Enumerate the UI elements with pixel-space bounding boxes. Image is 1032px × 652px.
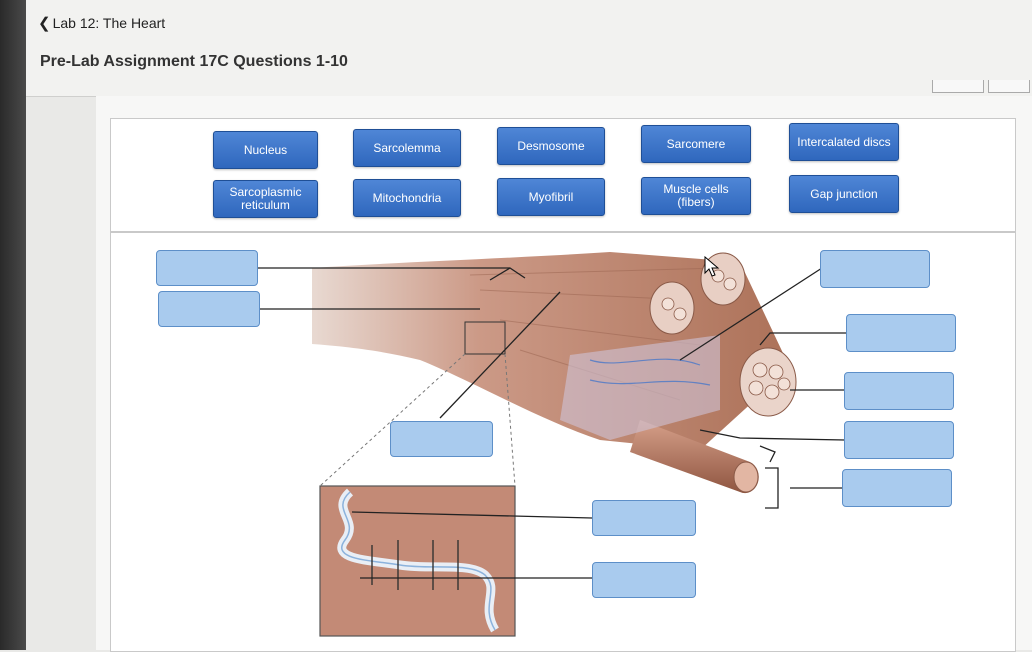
drop-target-7[interactable] <box>844 421 954 459</box>
drop-target-9[interactable] <box>592 500 696 536</box>
chevron-left-icon: ❮ <box>38 15 51 32</box>
label-chip-sarcomere[interactable]: Sarcomere <box>641 125 751 163</box>
label-chip-sarcoplasmic-reticulum[interactable]: Sarcoplasmic reticulum <box>213 180 318 218</box>
drop-target-3[interactable] <box>390 421 493 457</box>
label-chip-muscle-cells[interactable]: Muscle cells (fibers) <box>641 177 751 215</box>
cursor-arrow-icon <box>704 256 720 277</box>
drop-target-2[interactable] <box>158 291 260 327</box>
reset-button[interactable] <box>932 80 984 93</box>
back-link-label: Lab 12: The Heart <box>52 15 166 31</box>
label-chip-myofibril[interactable]: Myofibril <box>497 178 605 216</box>
help-button[interactable] <box>988 80 1030 93</box>
page-title: Pre-Lab Assignment 17C Questions 1-10 <box>40 53 348 70</box>
header-bar <box>26 0 1032 97</box>
drop-target-4[interactable] <box>820 250 930 288</box>
screen-bezel <box>0 0 26 650</box>
drop-target-6[interactable] <box>844 372 954 410</box>
label-chip-nucleus[interactable]: Nucleus <box>213 131 318 169</box>
label-chip-sarcolemma[interactable]: Sarcolemma <box>353 129 461 167</box>
drop-target-10[interactable] <box>592 562 696 598</box>
drop-target-1[interactable] <box>156 250 258 286</box>
label-chip-gap-junction[interactable]: Gap junction <box>789 175 899 213</box>
label-chip-mitochondria[interactable]: Mitochondria <box>353 179 461 217</box>
back-link[interactable]: ❮Lab 12: The Heart <box>38 14 165 32</box>
drop-target-5[interactable] <box>846 314 956 352</box>
drop-target-8[interactable] <box>842 469 952 507</box>
label-chip-intercalated-discs[interactable]: Intercalated discs <box>789 123 899 161</box>
label-chip-desmosome[interactable]: Desmosome <box>497 127 605 165</box>
